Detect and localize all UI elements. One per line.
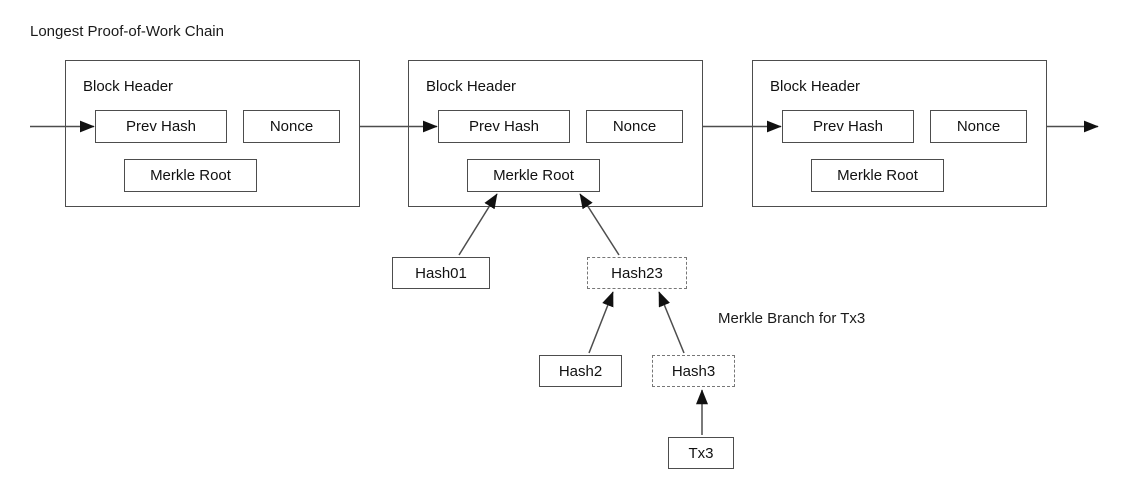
prev-hash-box: Prev Hash bbox=[438, 110, 570, 143]
merkle-root-box: Merkle Root bbox=[811, 159, 944, 192]
merkle-node-hash23: Hash23 bbox=[587, 257, 687, 289]
nonce-box: Nonce bbox=[243, 110, 340, 143]
block-header-2: Block Header Prev Hash Nonce Merkle Root bbox=[408, 60, 703, 207]
block-header-label: Block Header bbox=[83, 78, 174, 95]
arrow-hash3-to-hash23 bbox=[658, 291, 685, 354]
block-header-3: Block Header Prev Hash Nonce Merkle Root bbox=[752, 60, 1047, 207]
merkle-node-hash2: Hash2 bbox=[539, 355, 622, 387]
block-header-label: Block Header bbox=[770, 78, 861, 95]
merkle-node-hash3: Hash3 bbox=[652, 355, 735, 387]
prev-hash-box: Prev Hash bbox=[782, 110, 914, 143]
merkle-root-box: Merkle Root bbox=[124, 159, 257, 192]
block-header-label: Block Header bbox=[426, 78, 517, 95]
arrow-hash2-to-hash23 bbox=[588, 291, 614, 354]
diagram-title: Longest Proof-of-Work Chain bbox=[30, 23, 224, 40]
nonce-box: Nonce bbox=[930, 110, 1027, 143]
merkle-root-box: Merkle Root bbox=[467, 159, 600, 192]
merkle-node-tx3: Tx3 bbox=[668, 437, 734, 469]
prev-hash-box: Prev Hash bbox=[95, 110, 227, 143]
merkle-branch-annotation: Merkle Branch for Tx3 bbox=[718, 310, 866, 327]
block-header-1: Block Header Prev Hash Nonce Merkle Root bbox=[65, 60, 360, 207]
nonce-box: Nonce bbox=[586, 110, 683, 143]
merkle-node-hash01: Hash01 bbox=[392, 257, 490, 289]
